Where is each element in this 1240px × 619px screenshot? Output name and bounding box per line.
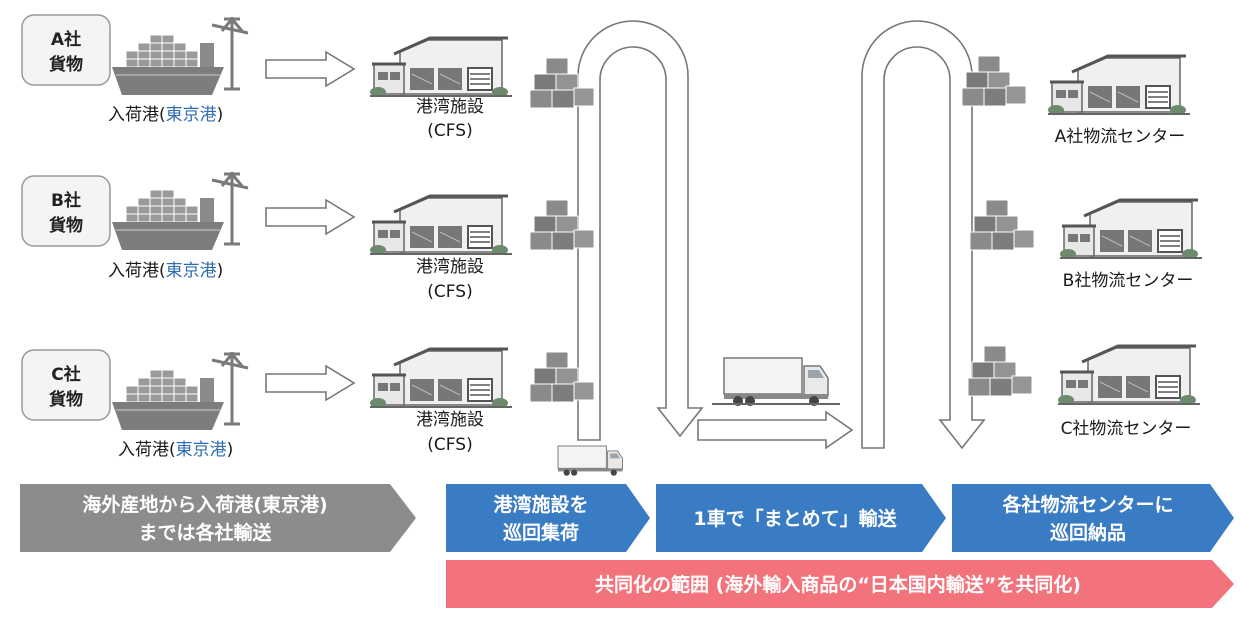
company-name: B社 [51, 190, 81, 211]
svg-text:入荷港(東京港): 入荷港(東京港) [108, 261, 223, 281]
warehouse-icon [1046, 54, 1192, 117]
stage-line: 巡回納品 [1050, 521, 1126, 544]
company-box [21, 14, 111, 86]
stage-line: 巡回集荷 [503, 521, 579, 544]
right-arrow-icon [265, 199, 355, 235]
svg-text:入荷港(東京港): 入荷港(東京港) [108, 105, 223, 125]
company-cargo-label: 貨物 [49, 54, 83, 75]
cfs-code: (CFS) [427, 121, 472, 141]
warehouse-icon [368, 347, 514, 410]
stage-line: までは各社輸送 [138, 521, 272, 544]
company-box [21, 175, 111, 247]
stage-line: 港湾施設を [493, 493, 588, 516]
stage-collection: 港湾施設を 巡回集荷 [446, 484, 650, 552]
distribution-center-label: A社物流センター [1055, 127, 1186, 147]
company-row-a: A社 貨物 入荷港(東京港) [21, 14, 250, 125]
company-row-c: C社 貨物 入荷港(東京港) [21, 349, 250, 460]
warehouse-icon [368, 194, 514, 257]
cfs-label: 港湾施設 [416, 257, 484, 277]
right-arrow-icon [697, 410, 854, 450]
cargo-ship-icon [110, 15, 250, 97]
warehouse-icon [368, 36, 514, 99]
port-name: 東京港 [166, 261, 217, 281]
port-suffix: ) [217, 261, 224, 281]
cfs-code: (CFS) [427, 282, 472, 302]
company-name: C社 [51, 364, 80, 385]
company-row-b: B社 貨物 入荷港(東京港) [21, 170, 250, 281]
company-cargo-label: 貨物 [49, 389, 83, 410]
warehouse-icon [1058, 198, 1204, 261]
warehouse-icon [1056, 344, 1202, 407]
cargo-boxes-icon [961, 55, 1027, 107]
right-arrow-icon [265, 365, 355, 401]
stage-delivery: 各社物流センターに 巡回納品 [952, 484, 1234, 552]
port-suffix: ) [217, 105, 224, 125]
cfs-label: 港湾施設 [416, 410, 484, 430]
company-box [21, 349, 111, 421]
stage-line: 海外産地から入荷港(東京港) [82, 493, 327, 516]
stage-consolidated: 1車で「まとめて」輸送 [656, 484, 946, 552]
company-name: A社 [51, 29, 81, 50]
stage-line: 各社物流センターに [1001, 493, 1173, 516]
stage-line: 1車で「まとめて」輸送 [693, 507, 897, 530]
port-prefix: 入荷港( [108, 261, 166, 281]
cfs-label: 港湾施設 [416, 97, 484, 117]
truck-icon [557, 445, 623, 477]
port-prefix: 入荷港( [118, 440, 176, 460]
right-arrow-icon [265, 51, 355, 87]
truck-icon [723, 357, 829, 407]
scope-text: 共同化の範囲 (海外輸入商品の“日本国内輸送”を共同化) [595, 573, 1081, 596]
cargo-boxes-icon [969, 199, 1035, 251]
port-prefix: 入荷港( [108, 105, 166, 125]
cfs-code: (CFS) [427, 435, 472, 455]
svg-text:入荷港(東京港): 入荷港(東京港) [118, 440, 233, 460]
port-name: 東京港 [166, 105, 217, 125]
cargo-ship-icon [110, 350, 250, 432]
cargo-boxes-icon [967, 345, 1033, 397]
distribution-center-label: B社物流センター [1063, 271, 1194, 291]
distribution-center-label: C社物流センター [1061, 419, 1192, 439]
company-cargo-label: 貨物 [49, 215, 83, 236]
u-turn-path [577, 20, 704, 441]
stage-overseas: 海外産地から入荷港(東京港) までは各社輸送 [20, 484, 416, 552]
port-suffix: ) [227, 440, 234, 460]
port-name: 東京港 [176, 440, 227, 460]
cargo-ship-icon [110, 170, 250, 252]
scope-banner: 共同化の範囲 (海外輸入商品の“日本国内輸送”を共同化) [446, 560, 1234, 608]
